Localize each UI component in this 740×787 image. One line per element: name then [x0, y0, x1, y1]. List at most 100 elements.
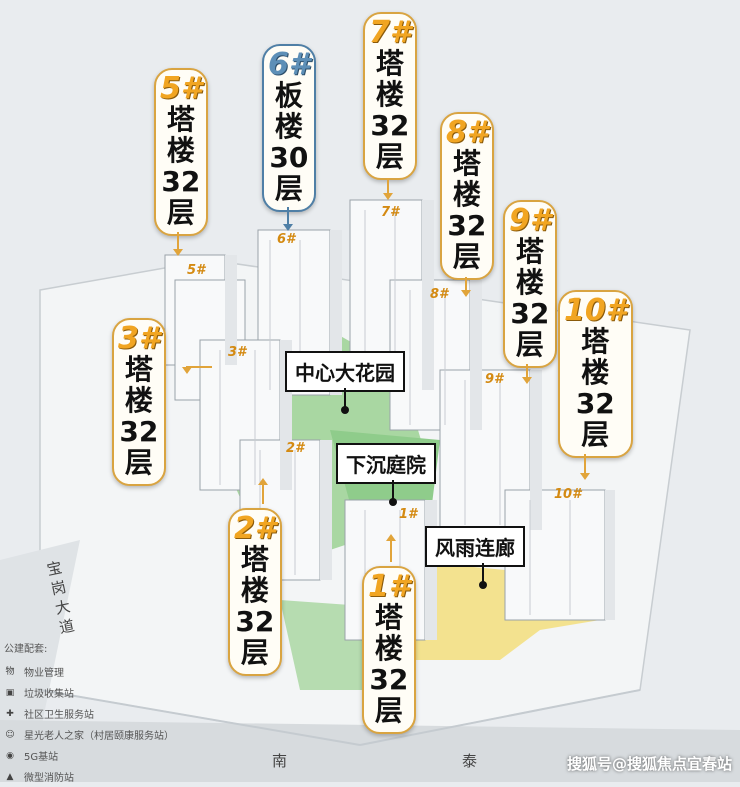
building-unit: 楼 — [515, 266, 544, 299]
arrow-2 — [258, 478, 268, 504]
building-floors: 30 — [269, 141, 309, 174]
building-type: 塔 — [124, 353, 153, 386]
building-floor-suffix: 层 — [166, 196, 195, 229]
building-unit: 楼 — [581, 356, 610, 389]
arrow-5 — [173, 232, 183, 256]
fire-station-icon: ▲ — [6, 771, 14, 782]
building-type: 塔 — [166, 103, 195, 136]
building-number: 2# — [234, 511, 276, 546]
arrow-9 — [522, 364, 532, 384]
building-7-label: 7# 塔 楼 32 层 — [363, 12, 417, 180]
building-number: 9# — [509, 203, 551, 238]
building-number: 8# — [446, 115, 488, 150]
building-5-label: 5# 塔 楼 32 层 — [154, 68, 208, 236]
building-type: 板 — [274, 79, 303, 112]
building-type: 塔 — [581, 325, 610, 358]
building-number: 5# — [160, 71, 202, 106]
building-floor-suffix: 层 — [274, 172, 303, 205]
covered-corridor-label: 风雨连廊 — [425, 526, 525, 567]
legend-item-label: 微型消防站 — [24, 773, 74, 784]
legend-item: ☺ 星光老人之家（村居颐康服务站） — [4, 724, 194, 745]
building-floors: 32 — [510, 297, 550, 330]
trash-icon: ▣ — [5, 687, 15, 698]
tower-mark: 1# — [399, 507, 418, 522]
building-number: 10# — [564, 293, 627, 328]
antenna-icon: ◉ — [6, 750, 14, 761]
legend-item-label: 社区卫生服务站 — [24, 710, 94, 721]
building-floors: 32 — [369, 663, 409, 696]
building-type: 塔 — [374, 601, 403, 634]
building-unit: 楼 — [124, 384, 153, 417]
sunken-courtyard-label: 下沉庭院 — [336, 443, 436, 484]
legend-title: 公建配套: — [4, 644, 48, 655]
building-3-label: 3# 塔 楼 32 层 — [112, 318, 166, 486]
building-9-label: 9# 塔 楼 32 层 — [503, 200, 557, 368]
building-type: 塔 — [240, 543, 269, 576]
covered-corridor-pin — [479, 563, 487, 589]
elderly-icon: ☺ — [5, 729, 15, 740]
building-type: 塔 — [375, 47, 404, 80]
building-unit: 楼 — [374, 632, 403, 665]
building-floors: 32 — [161, 165, 201, 198]
legend-item-label: 5G基站 — [24, 752, 59, 763]
building-floors: 32 — [447, 209, 487, 242]
legend-item-label: 星光老人之家（村居颐康服务站） — [24, 731, 174, 742]
health-icon: ✚ — [6, 708, 14, 719]
arrow-3 — [182, 366, 212, 374]
tower-mark: 9# — [485, 372, 504, 387]
building-unit: 楼 — [375, 78, 404, 111]
sunken-courtyard-pin — [389, 480, 397, 506]
south-road-label-a: 南 — [272, 752, 288, 770]
tower-mark: 5# — [187, 263, 206, 278]
building-8-label: 8# 塔 楼 32 层 — [440, 112, 494, 280]
arrow-7 — [383, 178, 393, 200]
tower-mark: 3# — [228, 345, 247, 360]
building-type: 塔 — [515, 235, 544, 268]
building-unit: 楼 — [166, 134, 195, 167]
south-road — [0, 720, 740, 782]
building-number: 6# — [268, 47, 310, 82]
legend-item: ▣ 垃圾收集站 — [4, 682, 194, 703]
building-floor-suffix: 层 — [240, 636, 269, 669]
building-6-label: 6# 板 楼 30 层 — [262, 44, 316, 212]
facilities-legend: 公建配套: 物 物业管理 ▣ 垃圾收集站 ✚ 社区卫生服务站 ☺ 星光老人之家（… — [4, 640, 194, 787]
building-floors: 32 — [235, 605, 275, 638]
property-icon: 物 — [5, 666, 15, 677]
building-number: 1# — [368, 569, 410, 604]
arrow-8 — [461, 277, 471, 297]
building-floors: 32 — [119, 415, 159, 448]
building-10-label: 10# 塔 楼 32 层 — [558, 290, 633, 458]
building-floor-suffix: 层 — [581, 418, 610, 451]
building-unit: 楼 — [274, 110, 303, 143]
building-floor-suffix: 层 — [452, 240, 481, 273]
legend-item-label: 垃圾收集站 — [24, 689, 74, 700]
building-floors: 32 — [575, 387, 615, 420]
building-number: 7# — [369, 15, 411, 50]
legend-item-label: 物业管理 — [24, 668, 64, 679]
central-garden-label: 中心大花园 — [285, 351, 405, 392]
legend-item: 物 物业管理 — [4, 661, 194, 682]
building-type: 塔 — [452, 147, 481, 180]
south-road-label-b: 泰 — [462, 752, 478, 770]
building-floors: 32 — [370, 109, 410, 142]
legend-item: ▲ 微型消防站 — [4, 766, 194, 787]
legend-item: ✚ 社区卫生服务站 — [4, 703, 194, 724]
building-unit: 楼 — [240, 574, 269, 607]
arrow-10 — [580, 454, 590, 480]
watermark: 搜狐号@搜狐焦点宜春站 — [566, 755, 732, 773]
building-floor-suffix: 层 — [124, 446, 153, 479]
building-floor-suffix: 层 — [375, 140, 404, 173]
building-floor-suffix: 层 — [374, 694, 403, 727]
tower-mark: 2# — [286, 441, 305, 456]
legend-item: ◉ 5G基站 — [4, 745, 194, 766]
tower-mark: 7# — [381, 205, 400, 220]
building-unit: 楼 — [452, 178, 481, 211]
building-number: 3# — [118, 321, 160, 356]
arrow-1 — [386, 534, 396, 562]
arrow-6 — [283, 207, 293, 231]
building-2-label: 2# 塔 楼 32 层 — [228, 508, 282, 676]
central-garden-pin — [341, 388, 349, 414]
tower-mark: 6# — [277, 232, 296, 247]
tower-mark: 10# — [554, 487, 582, 502]
